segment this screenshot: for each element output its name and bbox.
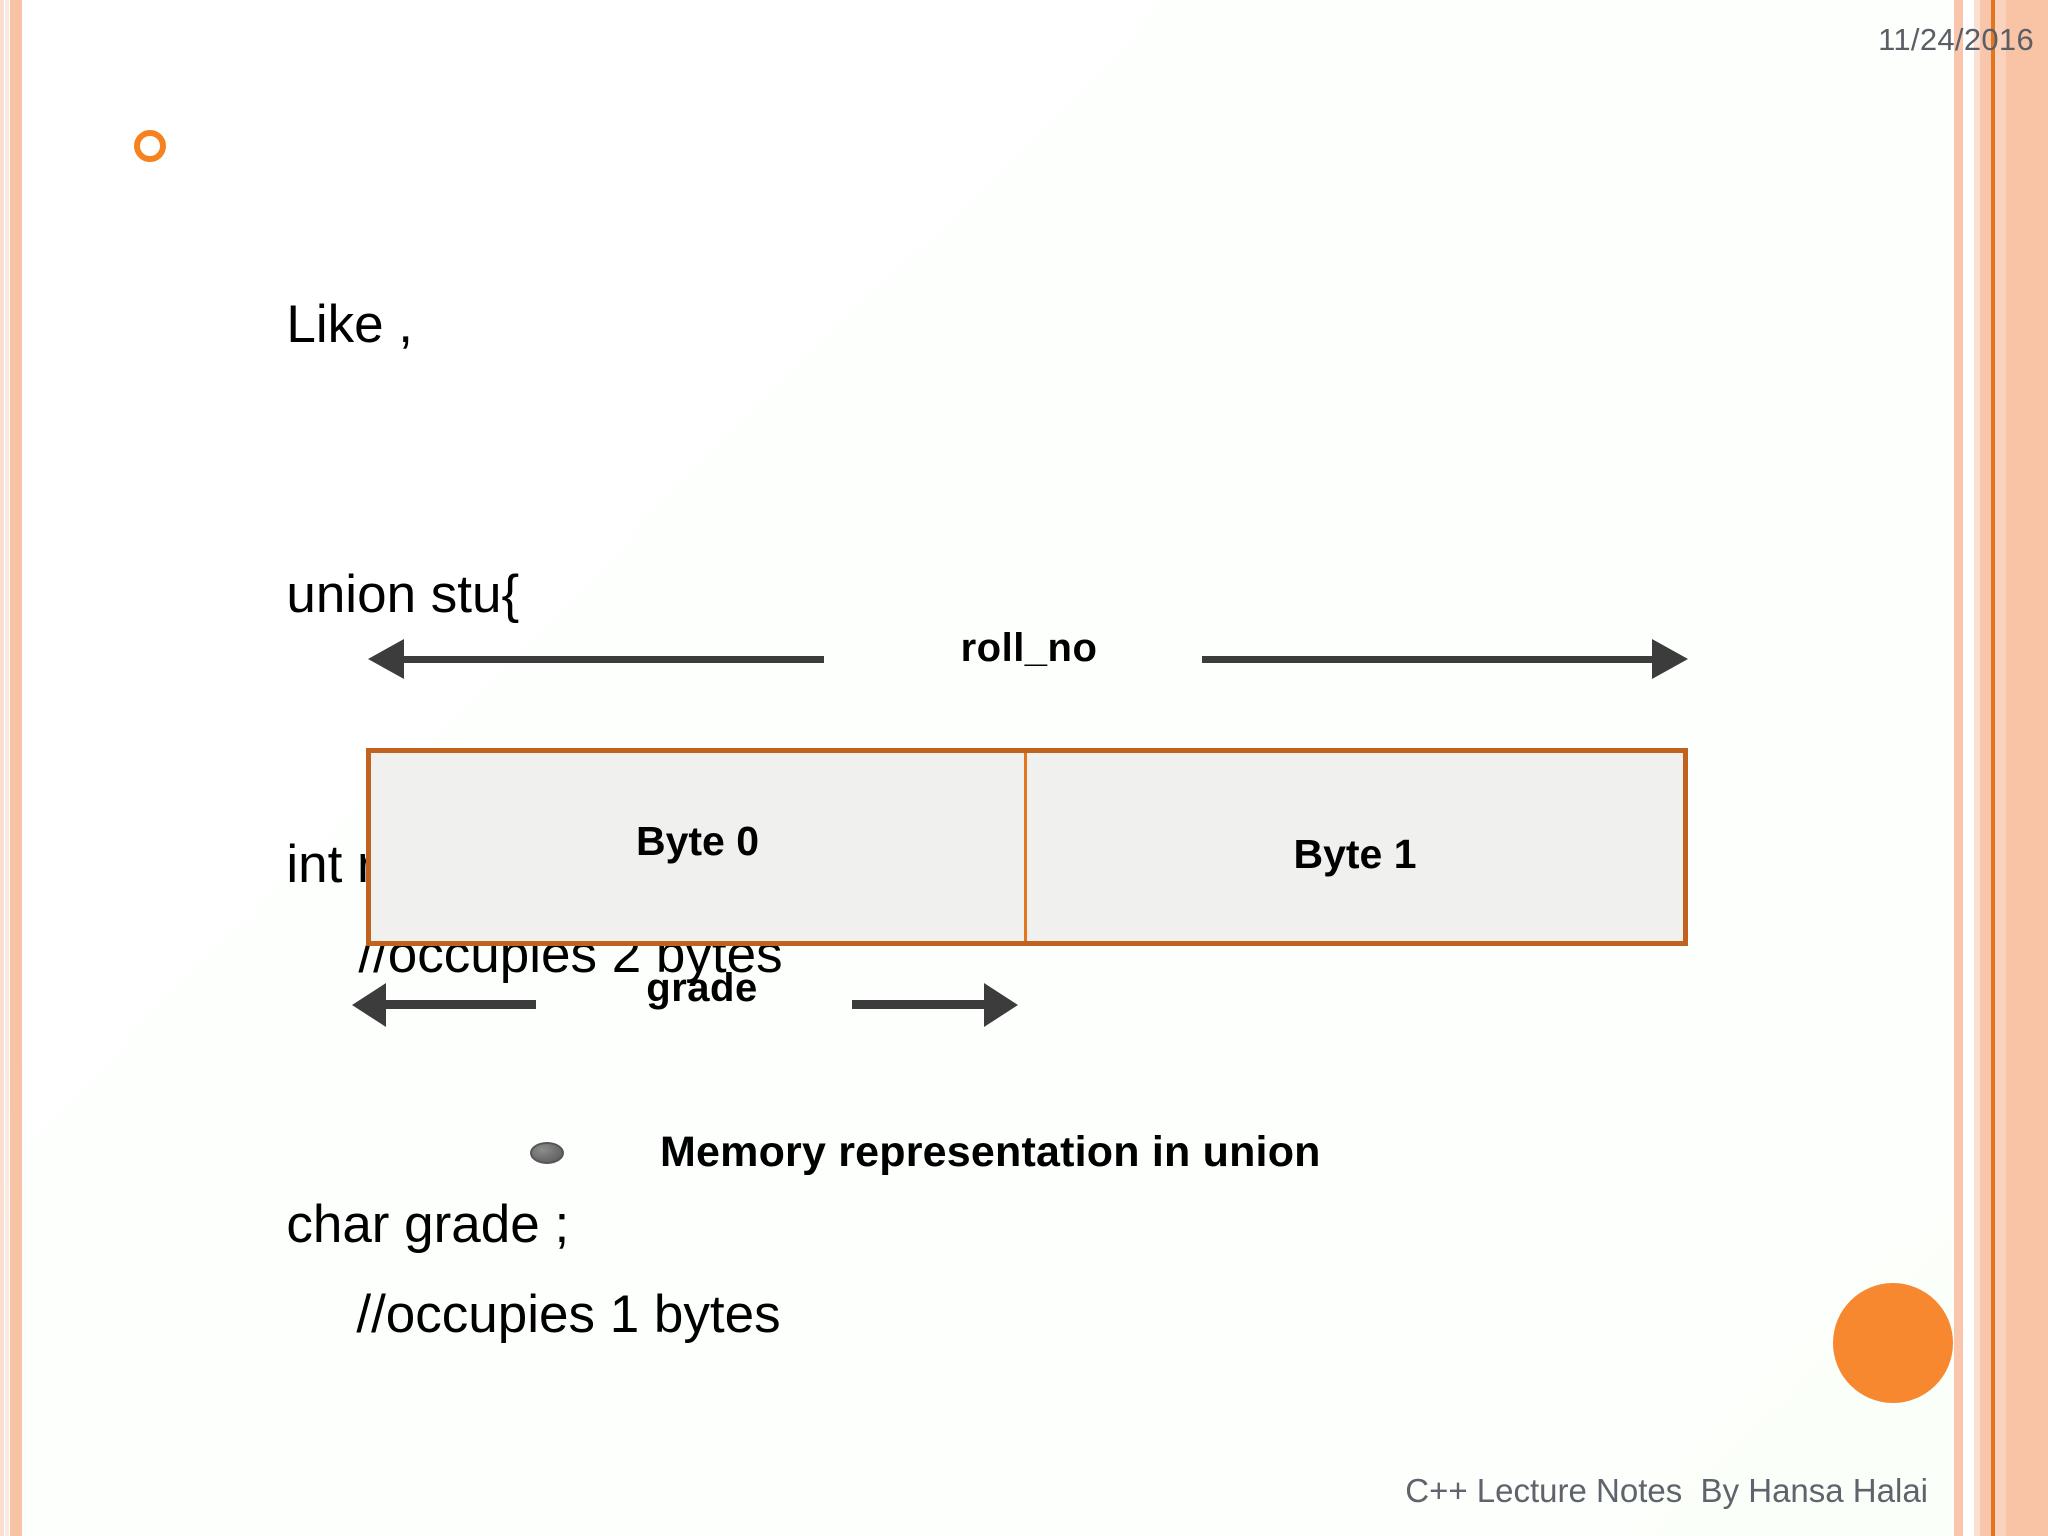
rollno-span-arrow: roll_no (368, 620, 1690, 692)
code-line-comment: //occupies 1 bytes (356, 1285, 781, 1344)
orange-accent-circle (1833, 1283, 1953, 1403)
rollno-arrow-label: roll_no (960, 626, 1098, 670)
memory-cell-byte1: Byte 1 (1293, 830, 1417, 877)
left-border-stripe-1 (0, 0, 4, 1536)
code-line-text: char grade ; (286, 1195, 570, 1254)
memory-cell-byte0: Byte 0 (371, 753, 1027, 941)
right-border-accent-line (1991, 0, 1995, 1536)
right-border-stripe-6 (1995, 0, 2006, 1536)
right-border-stripe-1 (1954, 0, 1963, 1536)
arrow-head-right-icon (1652, 639, 1688, 679)
circle-outline-bullet-icon (134, 130, 166, 162)
right-border-stripe-2 (1963, 0, 1974, 1536)
gray-disc-bullet-icon (530, 1141, 564, 1164)
arrow-shaft-left (404, 656, 824, 663)
arrow-shaft-right (1202, 656, 1652, 663)
footer-credit: C++ Lecture Notes By Hansa Halai (1405, 1472, 1928, 1509)
slide-date: 11/24/2016 (1878, 22, 2034, 57)
code-line: char grade ; //occupies 1 bytes (118, 1090, 1618, 1450)
arrow-head-right-icon (984, 983, 1018, 1027)
arrow-shaft-left (386, 1000, 536, 1009)
right-border-stripe-3 (1974, 0, 1980, 1536)
arrow-head-left-icon (352, 983, 386, 1027)
right-border-stripe-7 (2006, 0, 2048, 1536)
diagram-caption: Memory representation in union (530, 1128, 1321, 1177)
code-line: union stu{ (118, 460, 1618, 730)
arrow-shaft-right (852, 1000, 984, 1009)
memory-layout-box: Byte 0 Byte 1 (366, 748, 1688, 946)
diagram-caption-text: Memory representation in union (660, 1128, 1321, 1176)
code-line-text: Like , (286, 295, 414, 354)
grade-arrow-label: grade (646, 966, 758, 1010)
code-line-text: union stu{ (286, 565, 520, 624)
arrow-head-left-icon (368, 639, 404, 679)
left-border-stripe-2 (5, 0, 9, 1536)
left-border-stripe-3 (10, 0, 22, 1536)
code-line: Like , (118, 100, 1618, 460)
grade-span-arrow: grade (352, 962, 1052, 1038)
right-border-stripe-4 (1980, 0, 1991, 1536)
